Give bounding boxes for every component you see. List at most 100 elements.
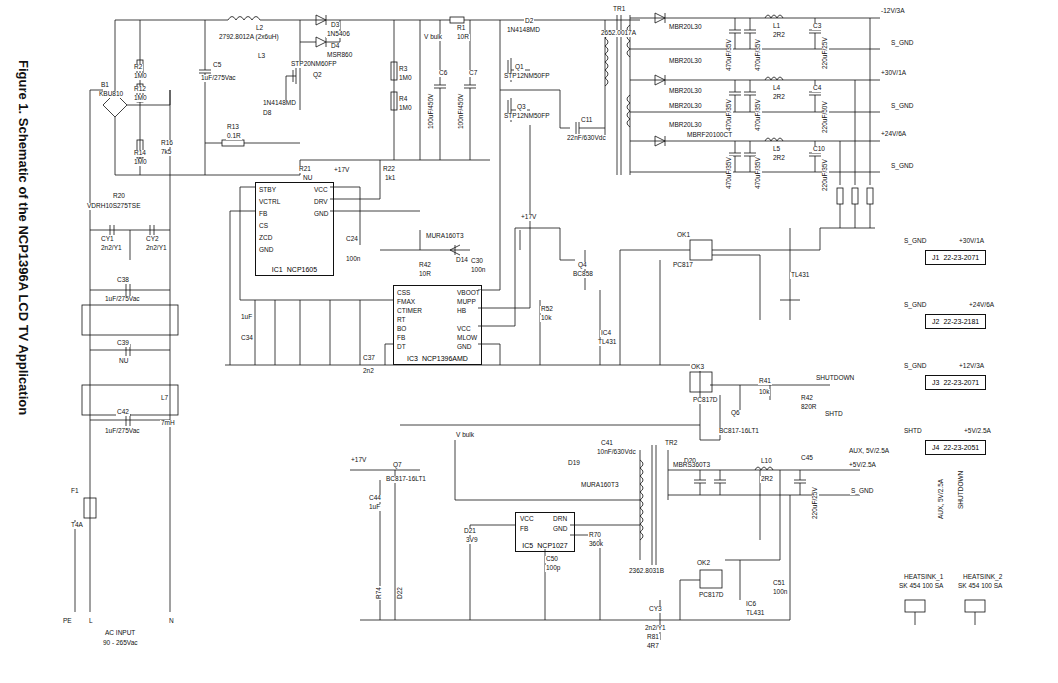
part-number: 22-23-2051 [943, 444, 979, 451]
component-label: 1M0 [398, 105, 413, 112]
component-label: -12V/3A [880, 8, 906, 15]
component-label: L3 [257, 53, 266, 60]
component-label: D3 [330, 22, 340, 29]
component-label: 4R7 [646, 643, 660, 650]
component-label: FB [258, 211, 268, 218]
designator: J3 [932, 379, 939, 386]
connector-box: J222-23-2181 [925, 314, 986, 329]
component-label: T4A [70, 522, 84, 529]
component-label: CSS [396, 290, 411, 297]
component-label: 2792.8012A (2x6uH) [218, 34, 280, 41]
component-label: 2n2/Y1 [100, 245, 123, 252]
component-label: +17V [350, 457, 367, 464]
component-label: 10R [418, 271, 432, 278]
component-label: 2652.0017A [600, 30, 637, 37]
component-label: TL431 [790, 272, 810, 279]
component-label: N [168, 618, 175, 625]
component-label: R14 [133, 150, 147, 157]
component-label: DT [396, 344, 407, 351]
component-label: Q4 [577, 262, 588, 269]
wire [391, 62, 397, 80]
wire [640, 460, 643, 540]
part-name-row: IC1NCP1605 [256, 266, 333, 273]
component-label: L4 [772, 85, 781, 92]
wire [627, 25, 630, 127]
component-label: 1uF [240, 314, 253, 321]
component-label: 1N4148MD [262, 100, 297, 107]
component-label: MURA160T3 [425, 233, 465, 240]
component-label: RT [396, 317, 407, 324]
component-label: +12V/3A [958, 363, 985, 370]
component-label: CY3 [648, 606, 663, 613]
component-label: SHUTDOWN [958, 470, 965, 510]
component-label: DRN [552, 516, 568, 523]
component-label: CY2 [145, 236, 160, 243]
wire [75, 13, 985, 640]
component-label: 220uF/25V [812, 486, 819, 520]
component-label: VCTRL [258, 199, 281, 206]
component-label: SHTD [903, 428, 923, 435]
component-label: +30V/1A [958, 238, 985, 245]
component-label: C41 [600, 440, 614, 447]
component-label: MBRS360T3 [672, 462, 711, 469]
component-label: GND [456, 344, 472, 351]
wire [700, 365, 830, 440]
wire [84, 498, 96, 518]
wire [205, 143, 300, 144]
component-label: VCC [313, 187, 329, 194]
component-label: D19 [567, 460, 581, 467]
component-label: C39 [116, 340, 130, 347]
component-label: R12 [133, 86, 147, 93]
component-label: 7mH [160, 420, 176, 427]
component-label: AC INPUT [104, 630, 136, 637]
component-label: +17V [333, 167, 350, 174]
component-label: C5 [212, 62, 222, 69]
component-label: S_GND [890, 40, 914, 47]
component-label: 2R2 [772, 94, 786, 101]
component-label: 1uF/275Vac [104, 296, 141, 303]
component-label: OK1 [676, 232, 691, 239]
connector-box: J322-23-2071 [925, 375, 986, 390]
component-label: MSR860 [326, 52, 353, 59]
component-label: VCC [519, 516, 535, 523]
component-label: NU [118, 358, 129, 365]
component-label: TR1 [612, 6, 626, 13]
component-label: 2362.8031B [628, 568, 665, 575]
wire [620, 250, 760, 320]
component-label: Q6 [730, 410, 741, 417]
component-label: VCC [456, 326, 472, 333]
component-label: GND [313, 211, 329, 218]
component-label: 2n2/Y1 [145, 245, 168, 252]
component-label: D2 [524, 18, 534, 25]
designator: IC1 [272, 266, 283, 273]
component-label: 470uF/35V [755, 156, 762, 190]
component-label: L5 [772, 146, 781, 153]
component-label: C7 [468, 70, 478, 77]
component-label: 10nF/630Vdc [596, 449, 637, 456]
component-label: 22nF/630Vdc [566, 135, 607, 142]
component-label: MLOW [456, 335, 478, 342]
wire [690, 372, 712, 392]
part-number: NCP1396AMD [422, 355, 468, 362]
component-label: 470uF/35V [726, 98, 733, 132]
component-label: VBOOT [456, 290, 481, 297]
component-label: L [88, 618, 94, 625]
wire [385, 125, 560, 365]
component-label: 100n [772, 589, 788, 596]
ic-box: IC3NCP1396AMD [393, 285, 482, 365]
component-label: C4 [812, 85, 822, 92]
component-label: R22 [382, 166, 396, 173]
wire [700, 570, 722, 588]
wire [852, 188, 858, 204]
component-label: CS [258, 223, 269, 230]
component-label: R42 [418, 262, 432, 269]
component-label: MBR20L30 [668, 58, 703, 65]
component-label: C50 [545, 556, 559, 563]
component-label: D22 [397, 586, 404, 600]
component-label: STP20NM60FP [290, 61, 338, 68]
component-label: R1 [456, 25, 466, 32]
wire [222, 140, 244, 146]
component-label: MBR20L30 [668, 88, 703, 95]
component-label: R4 [398, 96, 408, 103]
wire [90, 225, 170, 260]
